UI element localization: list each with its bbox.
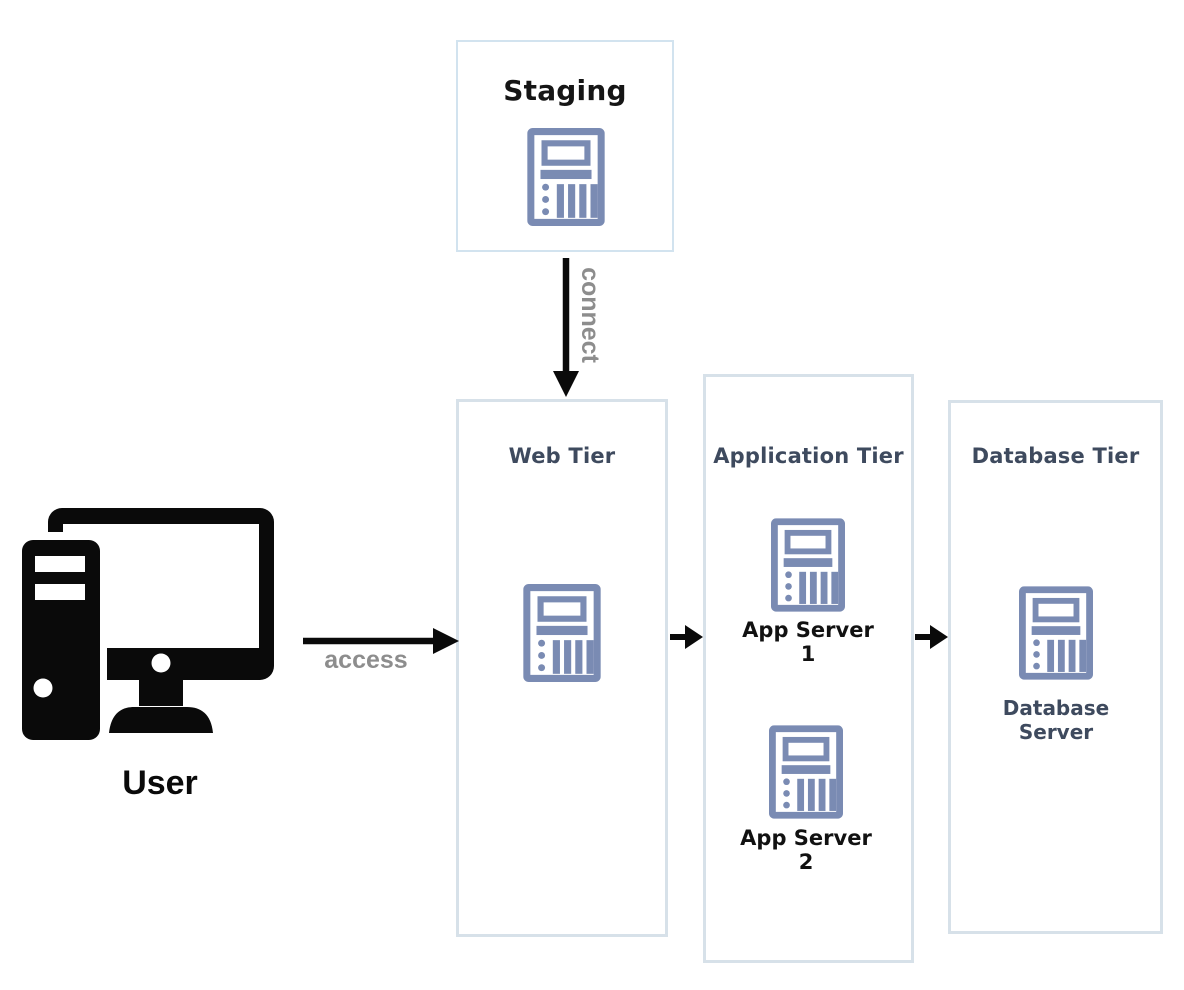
- app-server-2-icon: [769, 725, 843, 819]
- application-tier-title: Application Tier: [713, 444, 904, 468]
- user-label: User: [122, 764, 198, 802]
- database-server-label: Database Server: [1002, 696, 1110, 744]
- database-server-icon: [1019, 586, 1093, 680]
- web-to-app-arrow: [670, 625, 703, 649]
- staging-server-icon: [527, 128, 605, 226]
- connect-edge-label: connect: [576, 267, 604, 363]
- database-tier-title: Database Tier: [971, 444, 1140, 468]
- app-server-1-icon: [771, 518, 845, 612]
- web-server-icon: [523, 584, 601, 682]
- user-workstation-icon: [15, 508, 274, 747]
- app-to-db-arrow: [915, 625, 948, 649]
- access-edge-label: access: [324, 646, 408, 674]
- app-server-1-label: App Server 1: [742, 618, 874, 666]
- app-server-2-label: App Server 2: [740, 826, 872, 874]
- staging-title: Staging: [503, 74, 627, 107]
- database-tier-box: [948, 400, 1163, 934]
- web-tier-title: Web Tier: [508, 444, 616, 468]
- application-tier-box: [703, 374, 914, 963]
- web-tier-box: [456, 399, 668, 937]
